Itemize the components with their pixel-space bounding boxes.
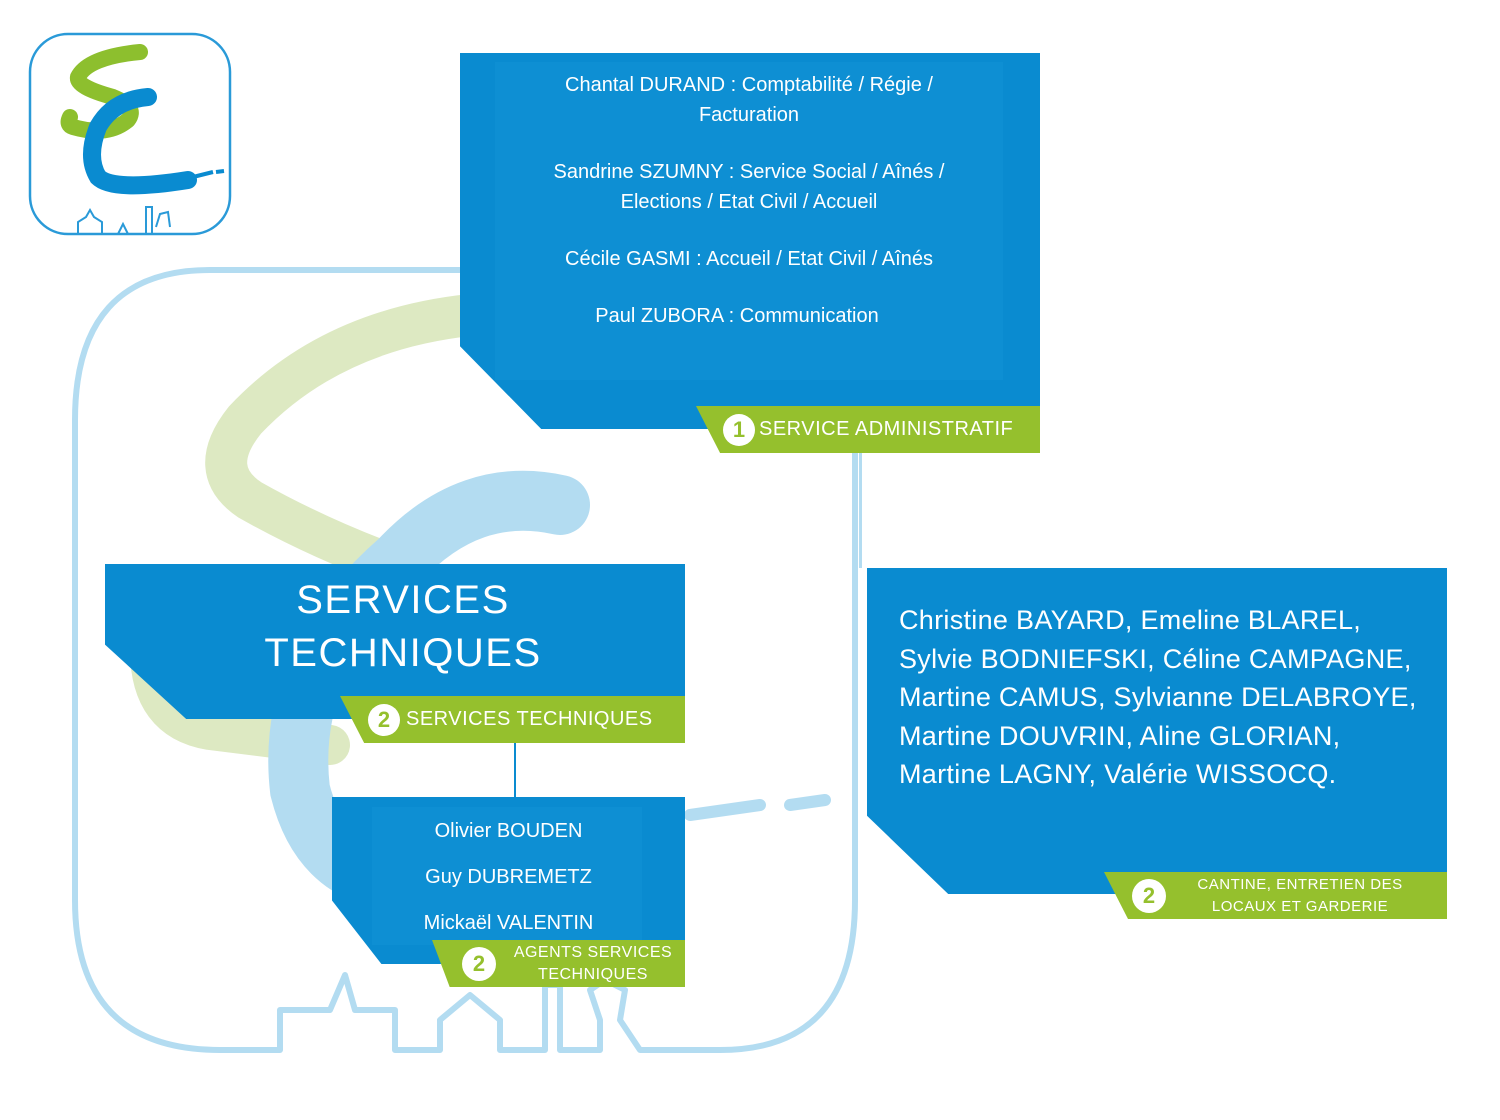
connector-line-admin <box>859 453 862 568</box>
faded-blue-dash <box>684 794 831 821</box>
admin-card-inner-panel <box>495 62 1003 380</box>
connector-line-tech <box>514 743 516 797</box>
tag-label: SERVICES TECHNIQUES <box>406 708 653 730</box>
frame-outline <box>72 267 858 1053</box>
services-techniques-title: SERVICES TECHNIQUES <box>105 574 701 680</box>
tag-label-line: TECHNIQUES <box>538 965 648 983</box>
tag-label-line: LOCAUX ET GARDERIE <box>1211 897 1389 915</box>
tag-number-badge: 1 <box>723 413 755 446</box>
agent-entry: Olivier BOUDEN <box>434 820 583 842</box>
admin-staff-list: Chantal DURAND : Comptabilité / Régie / … <box>495 70 1003 358</box>
agents-card-inner-panel <box>372 807 642 945</box>
tag-number-badge: 2 <box>368 703 400 736</box>
cantine-staff-list: Christine BAYARD, Emeline BLAREL, Sylvie… <box>899 605 1417 789</box>
admin-staff-entry: Sandrine SZUMNY : Service Social / Aînés… <box>553 161 945 213</box>
services-techniques-card <box>105 564 685 719</box>
service-administratif-tag: 1 SERVICE ADMINISTRATIF <box>696 406 1040 453</box>
admin-staff-entry: Paul ZUBORA : Communication <box>595 305 879 327</box>
services-techniques-tag: 2 SERVICES TECHNIQUES <box>340 696 685 743</box>
tag-label: AGENTS SERVICES TECHNIQUES <box>508 942 678 986</box>
sc-logo-icon <box>28 32 232 236</box>
cantine-entretien-garderie-tag: 2 CANTINE, ENTRETIEN DES LOCAUX ET GARDE… <box>1104 872 1447 919</box>
cantine-card <box>867 568 1447 894</box>
tag-label: SERVICE ADMINISTRATIF <box>759 418 1014 440</box>
tag-label: CANTINE, ENTRETIEN DES LOCAUX ET GARDERI… <box>1180 874 1420 918</box>
agent-entry: Guy DUBREMETZ <box>425 866 592 888</box>
tag-label-line: CANTINE, ENTRETIEN DES <box>1197 875 1403 893</box>
title-line: TECHNIQUES <box>264 631 542 675</box>
admin-staff-entry: Chantal DURAND : Comptabilité / Régie / … <box>565 74 933 126</box>
title-line: SERVICES <box>296 578 510 622</box>
faded-green-stroke <box>205 294 491 596</box>
agents-services-techniques-tag: 2 AGENTS SERVICES TECHNIQUES <box>432 940 685 987</box>
tag-number-badge: 2 <box>1132 878 1166 913</box>
tag-label-line: AGENTS SERVICES <box>513 943 673 961</box>
agent-entry: Mickaël VALENTIN <box>423 912 594 934</box>
tag-number-badge: 2 <box>462 946 496 981</box>
admin-staff-entry: Cécile GASMI : Accueil / Etat Civil / Aî… <box>565 248 933 270</box>
agents-staff-list: Olivier BOUDEN Guy DUBREMETZ Mickaël VAL… <box>332 816 685 954</box>
